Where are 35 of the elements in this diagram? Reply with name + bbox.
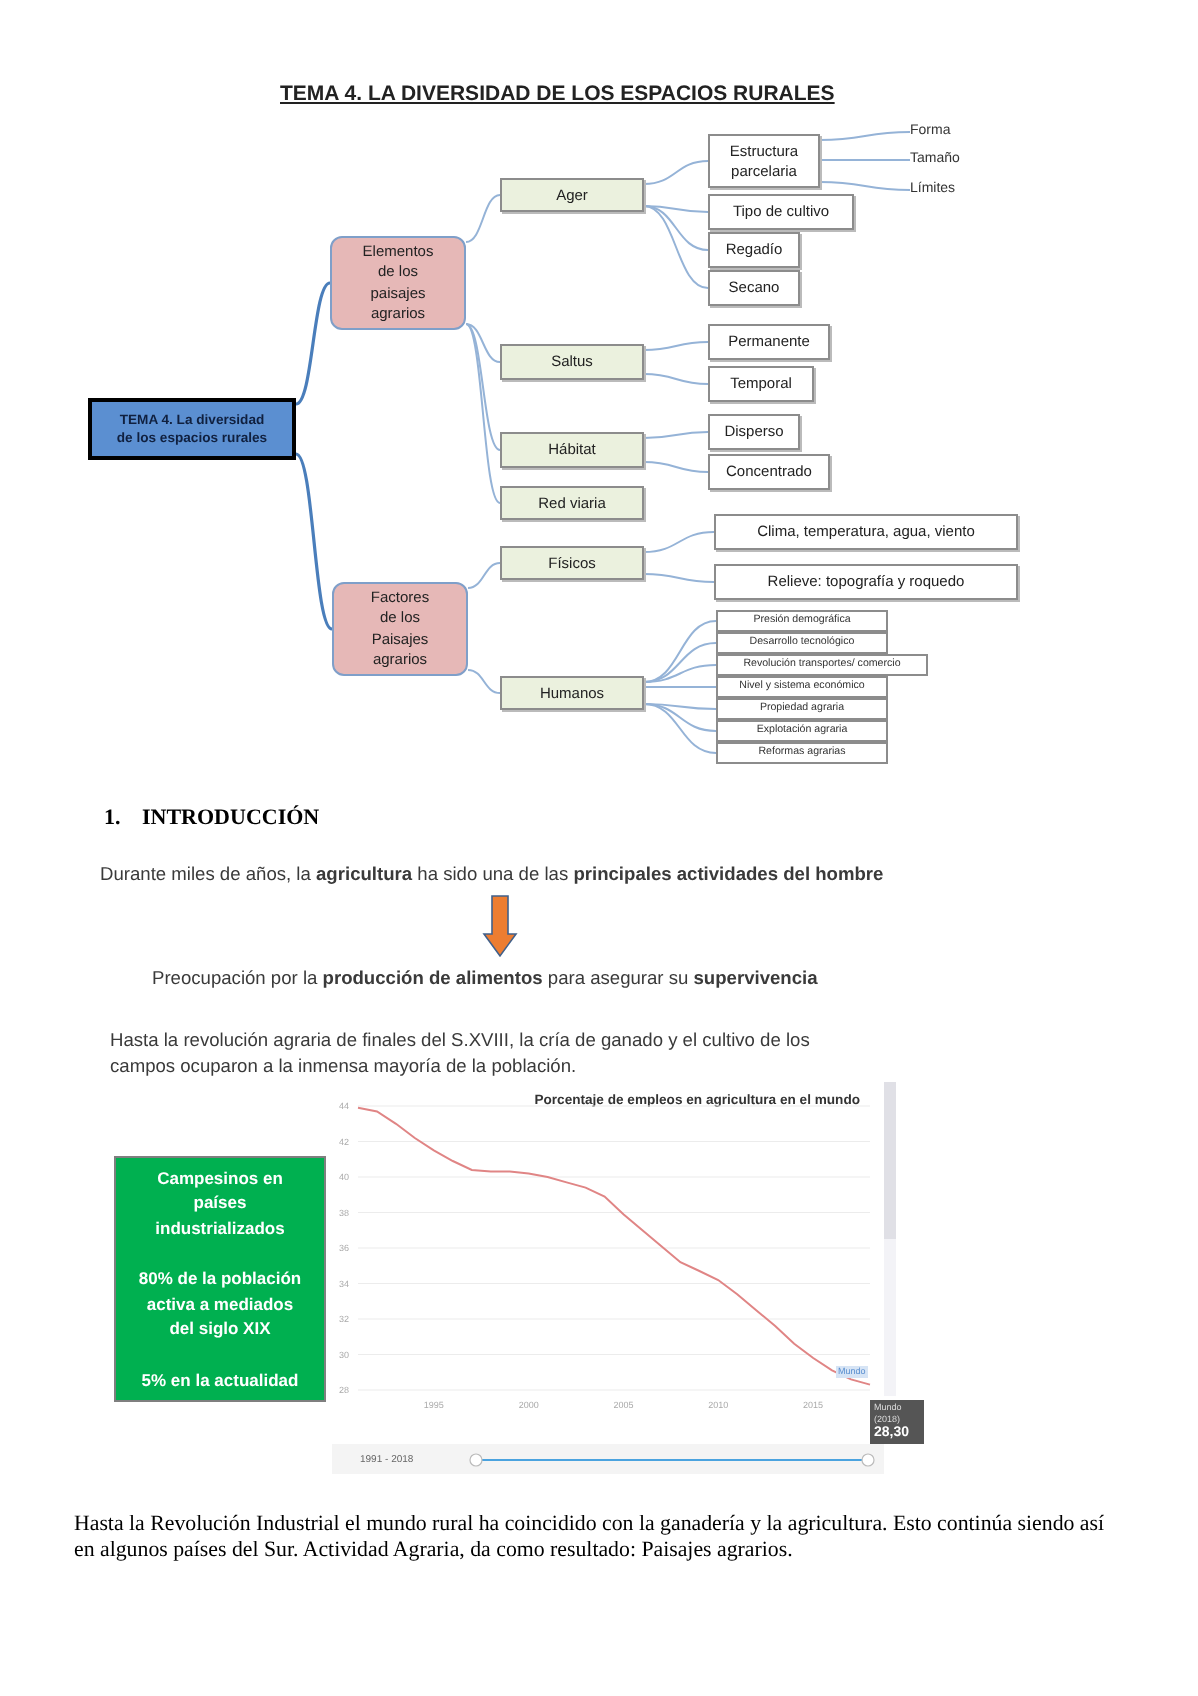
highlight-heading: Campesinos en países industrializados <box>153 1165 287 1241</box>
statement-text: Preocupación por la producción de alimentos para asegurar su supervivencia <box>152 956 842 990</box>
body-paragraph: Hasta la Revolución Industrial el mundo rural ha coincidido con la ganadería y la agricultura. Esto continúa siendo así en algunos países del Sur. Actividad Agraria, da como resultado: Paisajes agrarios. <box>74 1512 1107 1564</box>
connector-line <box>819 159 911 161</box>
page-title: TEMA 4. LA DIVERSIDAD DE LOS ESPACIOS RURALES <box>280 82 835 108</box>
connector-line <box>643 373 709 385</box>
connector-line <box>643 531 715 553</box>
statement-text: Durante miles de años, la agricultura ha sido una de las principales actividades del hombre <box>100 862 910 896</box>
highlight-text: 5% en la actualidad <box>141 1367 299 1393</box>
connector-line <box>467 669 501 694</box>
block-arrow <box>482 895 518 958</box>
connector-line <box>643 461 709 473</box>
highlight-text: 80% de la población activa a mediados del siglo XIX <box>136 1266 304 1342</box>
connector-line <box>643 703 717 754</box>
connector-line <box>643 686 717 688</box>
connector-line <box>465 323 501 363</box>
connector-line <box>643 573 715 583</box>
connector-line <box>643 341 709 351</box>
connector-line <box>295 281 331 406</box>
connector-line <box>294 452 334 631</box>
connector-line <box>643 620 717 683</box>
connector-line <box>465 194 501 243</box>
connector-line <box>819 131 911 141</box>
connector-line <box>643 160 709 185</box>
connector-line <box>819 181 911 191</box>
connector-line <box>465 323 501 451</box>
highlight-box <box>114 1156 326 1402</box>
connector-line <box>643 431 709 439</box>
section-heading: 1. INTRODUCCIÓN <box>104 806 320 832</box>
connector-line <box>467 562 501 589</box>
connector-line <box>643 664 717 683</box>
connector-line <box>643 205 709 289</box>
connector-line <box>643 205 709 251</box>
body-paragraph: Hasta la revolución agraria de finales del S.XVIII, la cría de ganado y el cultivo de los campos ocuparon a la inmensa mayoría de la población. <box>110 1028 812 1080</box>
connector-line <box>465 323 501 504</box>
